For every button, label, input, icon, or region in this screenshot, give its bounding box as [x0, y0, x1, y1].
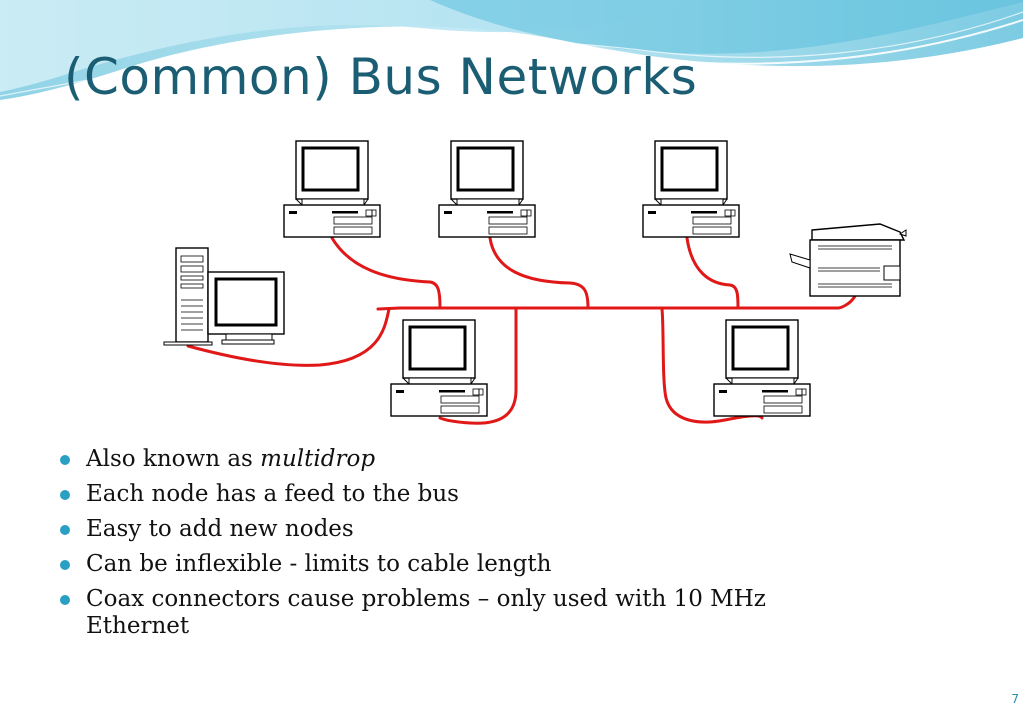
- bus-cable: [186, 236, 857, 425]
- bullet-item: Each node has a feed to the bus: [60, 481, 816, 508]
- bullet-item: Can be inflexible - limits to cable leng…: [60, 551, 816, 578]
- desktop-computer-icon: [437, 139, 537, 239]
- desktop-computer-icon: [282, 139, 382, 239]
- bullet-text: Also known as: [86, 446, 261, 472]
- bus-network-diagram: [163, 139, 907, 425]
- bullet-item: Easy to add new nodes: [60, 516, 816, 543]
- bullet-dot-icon: [60, 455, 70, 465]
- desktop-computer-icon: [712, 318, 812, 418]
- slide-title: (Common) Bus Networks: [64, 48, 698, 106]
- page-number: 7: [1011, 692, 1019, 706]
- bullet-text: Easy to add new nodes: [86, 516, 354, 542]
- bullet-text: Each node has a feed to the bus: [86, 481, 459, 507]
- printer-icon: [789, 223, 907, 297]
- bullet-dot-icon: [60, 560, 70, 570]
- bullet-emphasis: multidrop: [260, 446, 376, 472]
- bullet-dot-icon: [60, 490, 70, 500]
- bullet-item: Also known as multidrop: [60, 446, 816, 473]
- bullet-text: Coax connectors cause problems – only us…: [86, 586, 766, 639]
- desktop-computer-icon: [389, 318, 489, 418]
- bullet-dot-icon: [60, 595, 70, 605]
- header-wave-decoration: [0, 0, 1023, 105]
- bullet-item: Coax connectors cause problems – only us…: [60, 586, 816, 640]
- bullet-dot-icon: [60, 525, 70, 535]
- desktop-computer-icon: [641, 139, 741, 239]
- tower-computer-icon: [163, 247, 285, 346]
- bullet-text: Can be inflexible - limits to cable leng…: [86, 551, 552, 577]
- bullet-list: Also known as multidrop Each node has a …: [60, 446, 816, 648]
